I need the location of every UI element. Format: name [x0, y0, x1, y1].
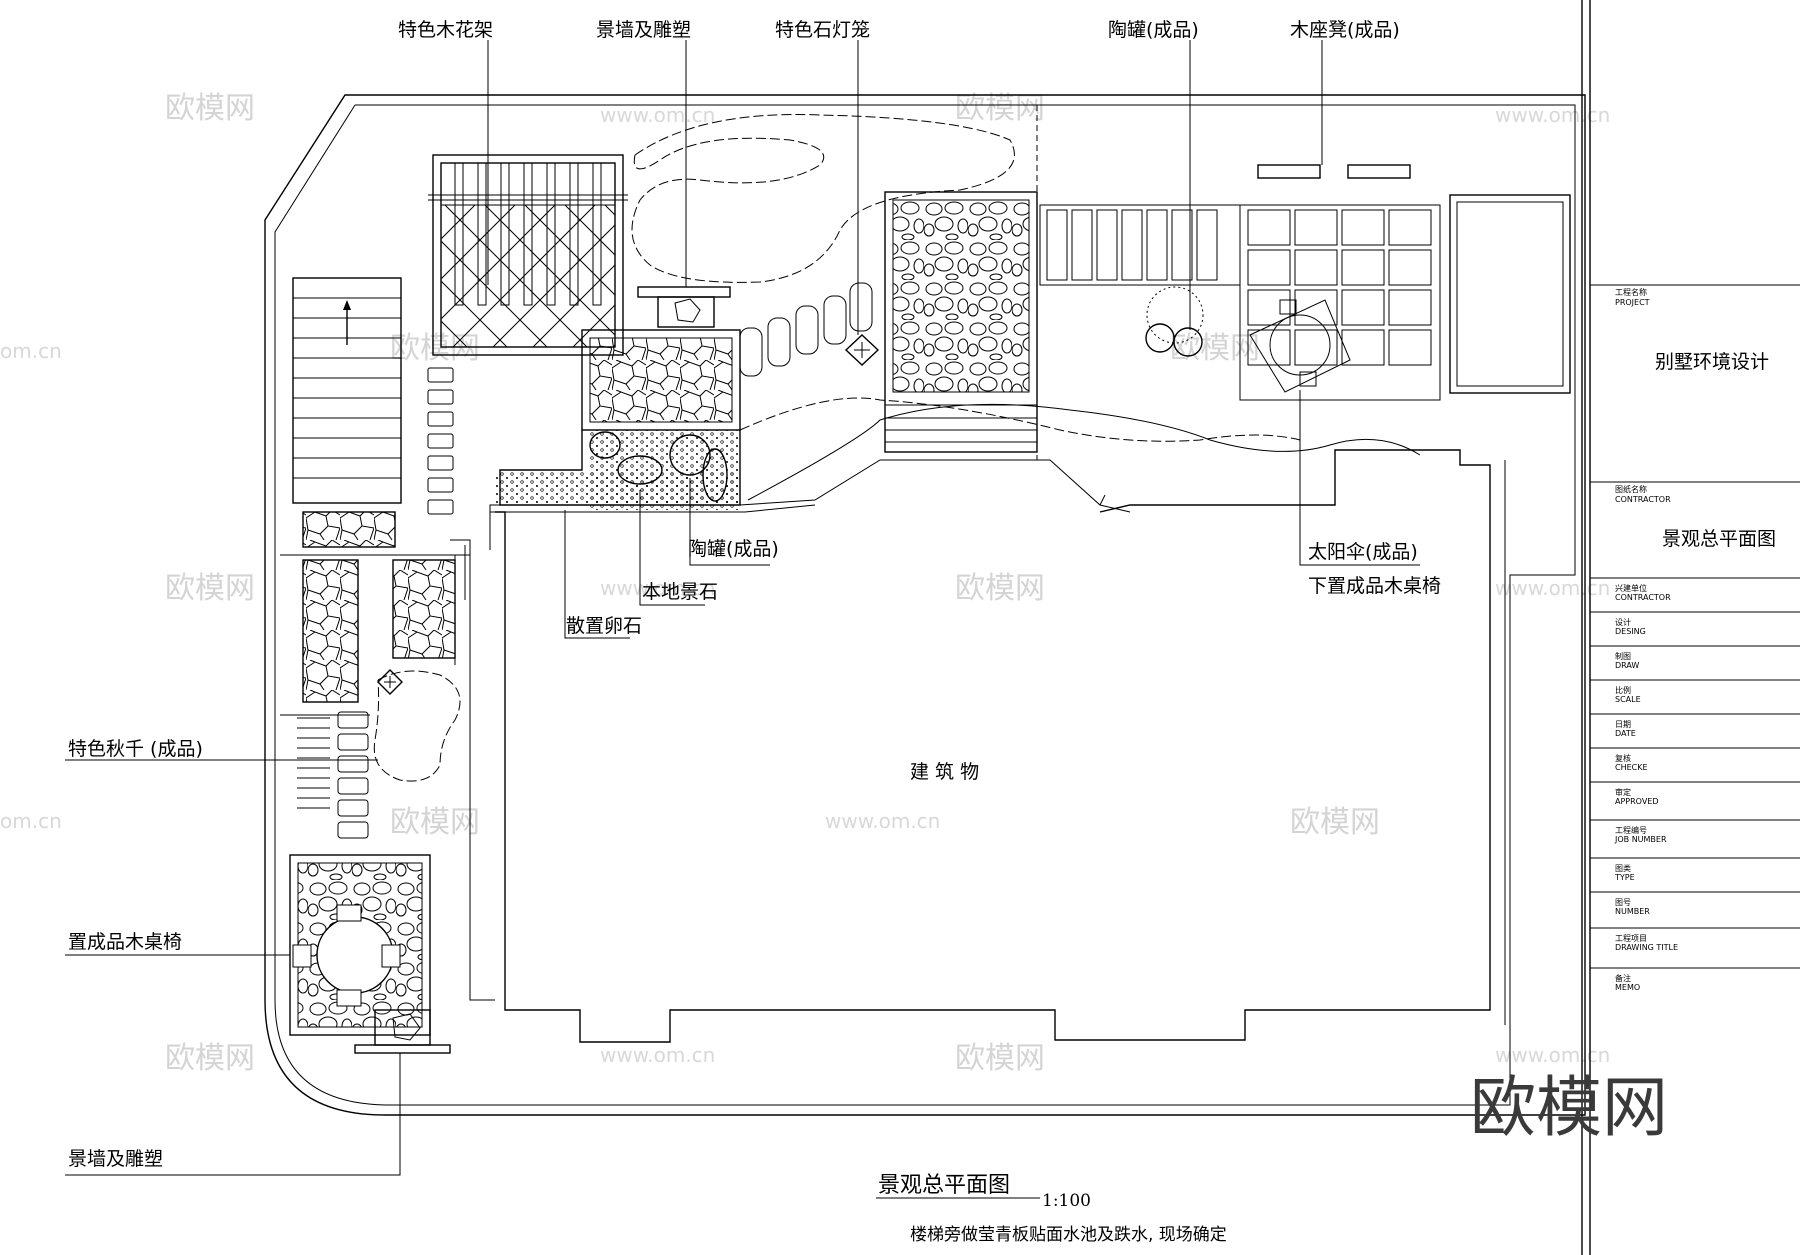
tb-row-label-en: DRAWING TITLE: [1615, 943, 1678, 952]
landscape-rock: [589, 431, 621, 459]
tb-row-label-en: DATE: [1615, 729, 1636, 738]
label-pottery-mid: 陶罐(成品): [688, 538, 779, 560]
site-inner-boundary: [274, 104, 1576, 1106]
watermark-url: om.cn: [0, 339, 62, 363]
tb-row-label: 制图: [1615, 651, 1631, 661]
tb-row-label: 日期: [1615, 720, 1631, 729]
watermark-url: www.om.cn: [1495, 1043, 1610, 1067]
watermark-brand: 欧模网: [165, 1041, 255, 1076]
stepping-pads: [427, 367, 454, 515]
wood-bench: [1257, 164, 1411, 179]
wood-deck: [1039, 204, 1441, 401]
watermark-url: www.om.cn: [600, 1043, 715, 1067]
tb-row-label: 比例: [1615, 685, 1631, 695]
watermark-brand: 欧模网: [955, 571, 1045, 606]
watermark-brand: 欧模网: [955, 91, 1045, 126]
tb-row-label-en: CONTRACTOR: [1615, 593, 1671, 602]
watermarks: 欧模网 欧模网 欧模网 欧模网 欧模网 欧模网 欧模网 欧模网 欧模网 欧模网 …: [0, 91, 1610, 1076]
caption-scale: 1:100: [1042, 1191, 1091, 1211]
tb-row-label-en: APPROVED: [1615, 797, 1659, 806]
tb-row-label: 图号: [1615, 898, 1631, 907]
watermark-brand: 欧模网: [1170, 331, 1260, 366]
tb-project-name: 别墅环境设计: [1655, 351, 1769, 373]
label-umbrella: 太阳伞(成品): [1308, 541, 1418, 563]
pottery-cluster: [1145, 286, 1204, 357]
tb-row-label: 备注: [1615, 973, 1631, 983]
callout-labels: 特色木花架 景墙及雕塑 特色石灯笼 陶罐(成品) 木座凳(成品) 陶罐(成品) …: [68, 19, 1441, 1170]
site-boundary: [264, 94, 1586, 1116]
wall-sculpture-top: [637, 286, 731, 328]
tb-row-label: 图类: [1615, 863, 1631, 873]
tb-row-label-en: DESING: [1615, 627, 1646, 636]
label-wall-sculpture: 景墙及雕塑: [596, 19, 691, 41]
stepping-stones: [739, 282, 873, 377]
caption-title: 景观总平面图: [878, 1173, 1010, 1198]
staircase: [292, 277, 402, 504]
tb-row-label-en: DRAW: [1615, 661, 1639, 670]
label-wood-table: 置成品木桌椅: [68, 931, 182, 953]
label-local-stone: 本地景石: [642, 581, 718, 603]
label-building: 建 筑 物: [910, 761, 979, 783]
label-swing: 特色秋千 (成品): [68, 738, 203, 760]
building-outline: [495, 449, 1491, 1043]
watermark-brand: 欧模网: [165, 571, 255, 606]
title-block: 工程名称 PROJECT 别墅环境设计 图纸名称 CONTRACTOR 景观总平…: [1581, 0, 1800, 1255]
stone-paving-block: [884, 191, 1038, 453]
stone-lantern: [844, 334, 880, 366]
building-top-edge: [489, 459, 1131, 550]
tb-row-label-en: MEMO: [1615, 983, 1640, 992]
tb-row-label-en: NUMBER: [1615, 907, 1650, 916]
label-stone-lantern: 特色石灯笼: [775, 19, 870, 41]
sun-umbrella: [1249, 299, 1351, 393]
building-outline-offset: [450, 460, 1506, 1025]
wood-table-area: [289, 854, 431, 1036]
flower-frame: [428, 154, 628, 356]
label-wood-bench: 木座凳(成品): [1290, 19, 1400, 41]
tb-row-label: 审定: [1615, 787, 1631, 797]
watermark-url: www.om.cn: [1495, 103, 1610, 127]
watermark-brand: 欧模网: [1290, 805, 1380, 840]
label-pottery: 陶罐(成品): [1108, 19, 1199, 41]
leader-lines: [65, 40, 1420, 1176]
brand-logo: 欧模网: [1470, 1069, 1668, 1146]
watermark-url: www.om.cn: [600, 576, 715, 600]
caption-note: 楼梯旁做莹青板贴面水池及跌水, 现场确定: [910, 1225, 1227, 1245]
tb-drawing-name: 景观总平面图: [1662, 528, 1776, 550]
watermark-brand: 欧模网: [165, 91, 255, 126]
tb-row-label-en: JOB NUMBER: [1614, 835, 1667, 844]
tb-project-label: 工程名称: [1615, 287, 1647, 297]
label-flower-frame: 特色木花架: [398, 19, 493, 41]
label-pebbles: 散置卵石: [566, 615, 642, 637]
tb-row-label: 工程项目: [1615, 934, 1647, 943]
patterned-panels: [280, 511, 470, 716]
watermark-url: om.cn: [0, 809, 62, 833]
tb-row-label: 工程编号: [1615, 825, 1647, 835]
watermark-url: www.om.cn: [1495, 576, 1610, 600]
lawn-edge-curve: [739, 397, 1301, 442]
watermark-url: www.om.cn: [825, 809, 940, 833]
lawn-edge-curve: [747, 403, 1421, 501]
water-feature: [495, 329, 741, 510]
lawn-edge-curve: [631, 114, 1015, 283]
drawing-caption: 景观总平面图 1:100 楼梯旁做莹青板贴面水池及跌水, 现场确定: [876, 1173, 1227, 1245]
label-wall-sculpture-bottom: 景墙及雕塑: [68, 1148, 163, 1170]
tb-row-label-en: CHECKE: [1615, 763, 1648, 772]
tb-drawing-label-en: CONTRACTOR: [1615, 495, 1671, 504]
tb-project-label-en: PROJECT: [1615, 298, 1650, 307]
label-umbrella-sub: 下置成品木桌椅: [1308, 575, 1441, 597]
watermark-brand: 欧模网: [955, 1041, 1045, 1076]
tb-row-label: 复核: [1615, 753, 1631, 763]
tb-row-label-en: TYPE: [1614, 873, 1635, 882]
tb-row-label: 设计: [1615, 617, 1631, 627]
tb-drawing-label: 图纸名称: [1615, 484, 1647, 494]
watermark-url: www.om.cn: [600, 103, 715, 127]
watermark-brand: 欧模网: [390, 805, 480, 840]
wall-sculpture-bottom: [354, 1009, 451, 1054]
tb-row-label-en: SCALE: [1615, 695, 1641, 704]
tb-row-label: 兴建单位: [1615, 583, 1647, 593]
pool: [1449, 194, 1571, 394]
swing-area: [297, 669, 461, 839]
